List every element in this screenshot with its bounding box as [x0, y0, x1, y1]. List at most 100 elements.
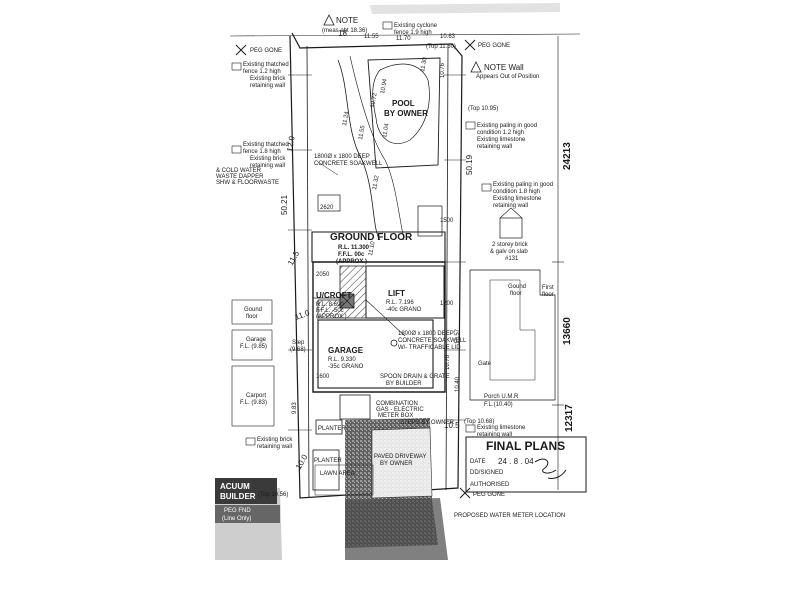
wall-1-c: Existing brick	[250, 76, 286, 82]
company-line-2: BUILDER	[220, 492, 256, 501]
wall-1-d: retaining wall	[250, 83, 285, 89]
pool-outline	[367, 57, 441, 169]
peg-gone-tl: PEG GONE	[250, 48, 282, 54]
pool-contour	[372, 63, 430, 144]
meter-box-label: COMBINATION	[376, 401, 418, 407]
dim-1200: 1200	[440, 301, 454, 307]
peg-gone-tr: PEG GONE	[478, 43, 510, 49]
paved-driveway-label: PAVED DRIVEWAY	[374, 454, 426, 460]
contour-line-2	[349, 55, 405, 241]
rl-1078: 10.78	[445, 354, 451, 370]
wall-5-a: Existing paling in good	[493, 182, 553, 188]
right-boundary-inner	[445, 45, 449, 491]
peg-cross-br	[459, 487, 471, 499]
left-step-sub: (9.68)	[290, 347, 306, 353]
wall-1-b: fence 1.2 high	[243, 69, 281, 75]
wall-3-a: Existing cyclone	[394, 23, 438, 29]
wall-5-c: Existing limestone	[493, 196, 542, 202]
ground-floor-title: GROUND FLOOR	[330, 232, 413, 243]
driveway-paved-block	[371, 427, 433, 499]
rl-1076: 10.76	[440, 62, 446, 78]
soakwell-2-sub: CONCRETE SOAKWELL	[398, 338, 467, 344]
stamp-title: FINAL PLANS	[486, 439, 565, 453]
water-tank-roof-right	[510, 207, 523, 219]
u-croft-ffl: F.F.L. -50c	[316, 308, 344, 314]
dim-top-1063: 10.63	[440, 34, 456, 40]
dim-1600: 1600	[316, 374, 330, 380]
dim-2620: 2620	[320, 205, 334, 211]
rl-983: 9.83	[292, 402, 298, 414]
left-garage-fl: F.L. (9.85)	[240, 344, 267, 350]
rl-1130: 11.30	[420, 56, 429, 72]
wall-5-d: retaining wall	[493, 203, 528, 209]
soakwell-2-label: 1800Ø x 1800 DEEP	[398, 331, 454, 337]
top-level-1056: (Top 10.56)	[258, 492, 288, 498]
dim-left-5021: 50.21	[280, 194, 289, 215]
lift-rl: R.L. 7.196	[386, 300, 414, 306]
wall-6-a: Existing limestone	[477, 425, 526, 431]
u-croft-approx: (APPROX.)	[316, 314, 347, 320]
lift-grano: -40c GRANO	[386, 307, 422, 313]
rl-1094: 10.94	[380, 78, 389, 94]
note-top-sub: (meas abt 18.36)	[322, 28, 367, 34]
lift-label: LIFT	[388, 289, 405, 298]
left-neighbour-garage	[231, 329, 273, 361]
ground-floor-ffl: F.F.L. 00c	[338, 252, 365, 258]
left-ground-sub: floor	[246, 314, 258, 320]
left-neighbour-carport	[231, 365, 275, 427]
peg-fnd-label: PEG FND	[224, 508, 251, 514]
ground-floor-rl: R.L. 11.300	[338, 245, 370, 251]
garage-grano: -35c GRANO	[328, 364, 364, 370]
peg-cross-tl	[235, 44, 247, 56]
wall-2-a: Existing thatched	[243, 142, 289, 148]
note-top-label: NOTE	[336, 16, 358, 25]
lawn-area-box	[314, 464, 374, 496]
rl-1132: 11.32	[372, 174, 381, 190]
right-first-sub: floor	[542, 292, 554, 298]
peg-fnd-block	[215, 505, 280, 523]
wall-4-a: Existing paling in good	[477, 123, 537, 129]
wall-2-b: fence 1.8 high	[243, 149, 281, 155]
dim-top-18: 18	[338, 29, 347, 38]
rl-1110: 11.10	[368, 240, 377, 256]
wall-2-d: retaining wall	[250, 163, 285, 169]
planter-2-box	[312, 449, 340, 491]
dim-2050: 2050	[316, 272, 330, 278]
planter-1-label: PLANTER	[318, 426, 346, 432]
soakwell-2-circle	[390, 339, 398, 347]
pool-sub-label: BY OWNER	[384, 109, 428, 118]
garage-label: GARAGE	[328, 346, 364, 355]
right-porch-label: Porch U.M.R	[484, 394, 519, 400]
left-neighbour-ground	[231, 299, 273, 325]
company-line-1: ACUUM	[220, 482, 250, 491]
soakwell-2-lid: W/- TRAFFICABLE LID	[398, 345, 461, 351]
wall-4-d: retaining wall	[477, 144, 512, 150]
garage-rl: R.L. 9.330	[328, 357, 356, 363]
top-scan-artefact	[370, 3, 560, 14]
meter-box-zone	[339, 394, 371, 420]
right-2storey-num: #131	[505, 256, 519, 262]
pool-label: POOL	[392, 99, 415, 108]
level-ticks-left	[288, 74, 312, 431]
wall-1-a: Existing thatched	[243, 62, 289, 68]
rl-1155: 11.55	[358, 124, 367, 140]
rl-100: 10.0	[294, 453, 310, 471]
soakwell-1-label: 1800Ø x 1800 DEEP	[314, 154, 370, 160]
planter-2-label: PLANTER	[314, 458, 342, 464]
left-ground-label: Gound	[244, 307, 262, 313]
top-level-1068: (Top 10.68)	[464, 419, 494, 425]
rl-1072: 10.72	[370, 92, 379, 108]
water-meter-label: PROPOSED WATER METER LOCATION	[454, 513, 565, 519]
dim-top-1155: 11.55	[364, 34, 379, 40]
step-box-1500	[417, 205, 443, 237]
left-boundary-inner	[306, 45, 310, 499]
rl-120: 12.0	[285, 135, 297, 152]
right-2storey-label: 2 storey brick	[492, 242, 529, 248]
right-neighbour-outline	[469, 269, 556, 401]
spoon-drain-sub: BY BUILDER	[386, 381, 422, 387]
rl-1057: 10.57	[455, 328, 461, 344]
note-triangle-top	[323, 14, 335, 26]
rl-115: 11.5	[286, 249, 302, 267]
contour-line-1	[337, 59, 381, 241]
